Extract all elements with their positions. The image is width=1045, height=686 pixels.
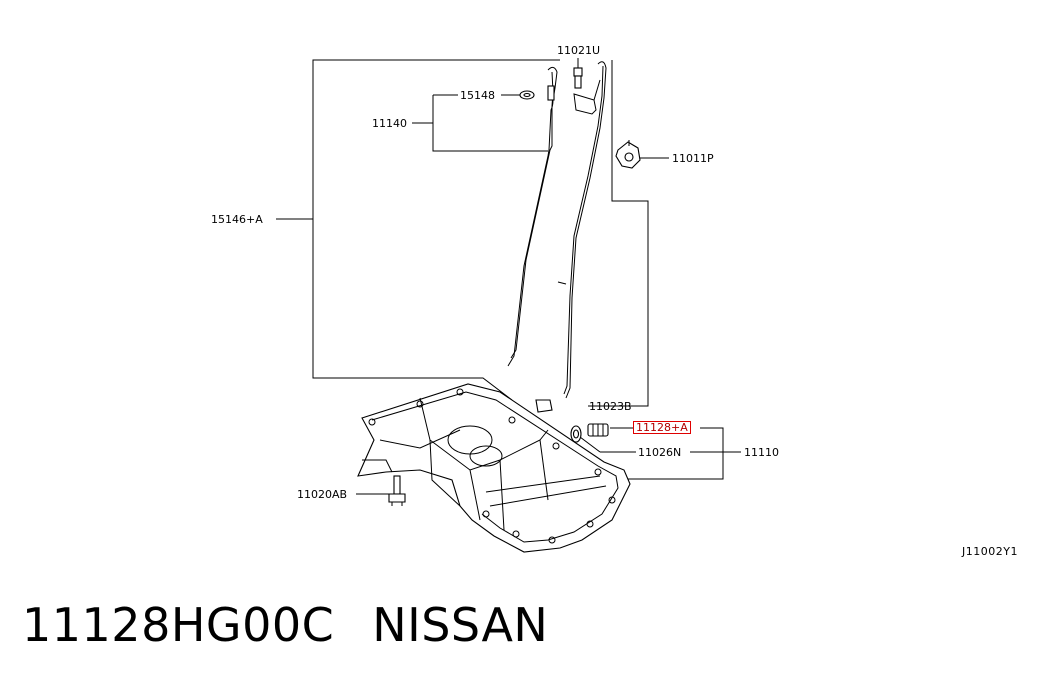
leader-lines bbox=[276, 58, 741, 495]
label-11140: 11140 bbox=[372, 117, 407, 130]
bracket-11011P bbox=[615, 140, 641, 169]
dipstick-guide-tube bbox=[557, 61, 607, 399]
diagram-code: J11002Y1 bbox=[962, 545, 1018, 558]
oil-dipstick bbox=[507, 66, 558, 367]
label-15146A: 15146+A bbox=[211, 213, 263, 226]
clip-11023B bbox=[535, 399, 553, 413]
label-11128A-highlighted[interactable]: 11128+A bbox=[633, 421, 691, 434]
bolt-11021U bbox=[573, 67, 583, 89]
bolt-11020AB bbox=[388, 475, 406, 506]
part-number: 11128HG00C bbox=[22, 598, 335, 652]
label-11023B: 11023B bbox=[589, 400, 632, 413]
caption: 11128HG00C NISSAN bbox=[22, 597, 548, 653]
brand-name: NISSAN bbox=[372, 598, 549, 652]
label-11110: 11110 bbox=[744, 446, 779, 459]
label-11021U: 11021U bbox=[557, 44, 601, 57]
label-11020AB: 11020AB bbox=[297, 488, 348, 501]
drain-plug bbox=[587, 423, 609, 437]
label-15148: 15148 bbox=[460, 89, 495, 102]
label-11026N: 11026N bbox=[638, 446, 682, 459]
label-11011P: 11011P bbox=[672, 152, 714, 165]
oil-pan bbox=[357, 383, 631, 553]
